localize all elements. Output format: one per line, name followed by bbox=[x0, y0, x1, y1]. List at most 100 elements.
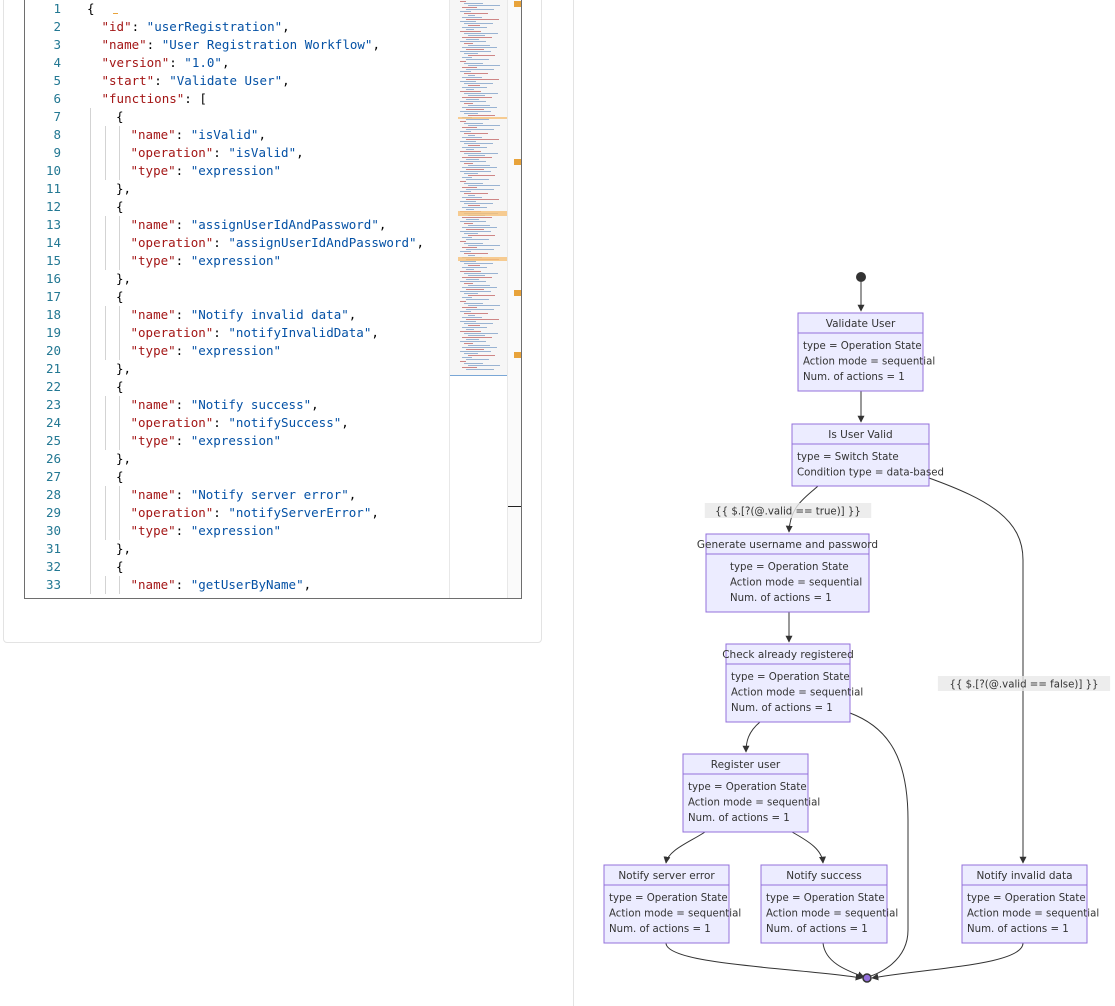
end-marker bbox=[862, 973, 872, 983]
minimap-line bbox=[460, 291, 491, 292]
node-detail: Action mode = sequential bbox=[766, 909, 898, 920]
minimap-line bbox=[468, 205, 480, 206]
code-line[interactable]: 27{ bbox=[25, 468, 449, 486]
scroll-thumb[interactable] bbox=[508, 506, 521, 507]
minimap-line bbox=[460, 101, 486, 102]
minimap-line bbox=[460, 261, 476, 262]
minimap-line bbox=[468, 295, 495, 296]
code-line[interactable]: 10"type": "expression" bbox=[25, 162, 449, 180]
minimap[interactable] bbox=[449, 0, 508, 598]
code-text: "name": "User Registration Workflow", bbox=[101, 37, 380, 52]
node-detail: type = Operation State bbox=[967, 893, 1086, 904]
edge-invalid-to-end bbox=[871, 942, 1024, 981]
code-line[interactable]: 17{ bbox=[25, 288, 449, 306]
minimap-line bbox=[466, 229, 484, 230]
minimap-line bbox=[464, 33, 498, 34]
minimap-highlight bbox=[458, 257, 508, 261]
code-line[interactable]: 30"type": "expression" bbox=[25, 522, 449, 540]
minimap-line bbox=[468, 125, 500, 126]
minimap-line bbox=[466, 219, 479, 220]
code-line[interactable]: 4"version": "1.0", bbox=[25, 54, 449, 72]
code-line[interactable]: 29"operation": "notifyServerError", bbox=[25, 504, 449, 522]
code-line[interactable]: 7{ bbox=[25, 108, 449, 126]
indent-guide bbox=[119, 414, 120, 432]
minimap-line bbox=[466, 159, 479, 160]
indent-guide bbox=[104, 576, 106, 594]
line-number: 5 bbox=[53, 73, 61, 88]
indent-guide bbox=[90, 180, 91, 198]
minimap-line bbox=[464, 193, 488, 194]
code-text: { bbox=[116, 289, 124, 304]
code-line[interactable]: 6"functions": [ bbox=[25, 90, 449, 108]
minimap-line bbox=[466, 169, 484, 170]
minimap-line bbox=[460, 361, 466, 362]
code-line[interactable]: 3"name": "User Registration Workflow", bbox=[25, 36, 449, 54]
minimap-line bbox=[468, 135, 475, 136]
minimap-line bbox=[466, 119, 489, 120]
code-text: "operation": "notifySuccess", bbox=[130, 415, 349, 430]
minimap-line bbox=[464, 283, 473, 284]
node-detail: Action mode = sequential bbox=[803, 357, 935, 368]
indent-guide bbox=[104, 342, 106, 360]
code-line[interactable]: 2"id": "userRegistration", bbox=[25, 18, 449, 36]
code-line[interactable]: 16}, bbox=[25, 270, 449, 288]
code-line[interactable]: 14"operation": "assignUserIdAndPassword"… bbox=[25, 234, 449, 252]
code-line[interactable]: 5"start": "Validate User", bbox=[25, 72, 449, 90]
indent-guide bbox=[90, 144, 91, 162]
minimap-line bbox=[460, 241, 466, 242]
code-line[interactable]: 12{ bbox=[25, 198, 449, 216]
code-line[interactable]: 26}, bbox=[25, 450, 449, 468]
code-line[interactable]: 25"type": "expression" bbox=[25, 432, 449, 450]
code-line[interactable]: 13"name": "assignUserIdAndPassword", bbox=[25, 216, 449, 234]
code-lines[interactable]: 1{2"id": "userRegistration",3"name": "Us… bbox=[25, 0, 449, 598]
code-text: { bbox=[116, 109, 124, 124]
minimap-line bbox=[464, 13, 488, 14]
code-line[interactable]: 9"operation": "isValid", bbox=[25, 144, 449, 162]
node-detail: Action mode = sequential bbox=[609, 909, 741, 920]
code-editor[interactable]: 1{2"id": "userRegistration",3"name": "Us… bbox=[24, 0, 522, 599]
code-line[interactable]: 32{ bbox=[25, 558, 449, 576]
minimap-line bbox=[462, 177, 472, 178]
code-line[interactable]: 23"name": "Notify success", bbox=[25, 396, 449, 414]
code-line[interactable]: 31}, bbox=[25, 540, 449, 558]
code-line[interactable]: 8"name": "isValid", bbox=[25, 126, 449, 144]
code-line[interactable]: 22{ bbox=[25, 378, 449, 396]
minimap-line bbox=[464, 3, 483, 4]
minimap-line bbox=[468, 255, 475, 256]
minimap-line bbox=[462, 207, 487, 208]
minimap-line bbox=[462, 347, 497, 348]
line-number: 20 bbox=[45, 343, 61, 358]
minimap-line bbox=[468, 265, 480, 266]
line-number: 28 bbox=[45, 487, 61, 502]
minimap-line bbox=[462, 317, 482, 318]
code-line[interactable]: 20"type": "expression" bbox=[25, 342, 449, 360]
code-line[interactable]: 18"name": "Notify invalid data", bbox=[25, 306, 449, 324]
code-line[interactable]: 1{ bbox=[25, 0, 449, 18]
minimap-line bbox=[462, 357, 472, 358]
code-line[interactable]: 19"operation": "notifyInvalidData", bbox=[25, 324, 449, 342]
indent-guide bbox=[90, 216, 91, 234]
code-line[interactable]: 33"name": "getUserByName", bbox=[25, 576, 449, 594]
code-line[interactable]: 21}, bbox=[25, 360, 449, 378]
code-line[interactable]: 11}, bbox=[25, 180, 449, 198]
code-line[interactable]: 28"name": "Notify server error", bbox=[25, 486, 449, 504]
vertical-scrollbar[interactable] bbox=[507, 0, 521, 598]
line-number: 31 bbox=[45, 541, 61, 556]
node-detail: Condition type = data-based bbox=[797, 468, 944, 479]
minimap-line bbox=[468, 35, 485, 36]
code-line[interactable]: 15"type": "expression" bbox=[25, 252, 449, 270]
code-text: { bbox=[116, 199, 124, 214]
code-line[interactable]: 24"operation": "notifySuccess", bbox=[25, 414, 449, 432]
line-number: 14 bbox=[45, 235, 61, 250]
indent-guide bbox=[90, 108, 91, 126]
node-title: Generate username and password bbox=[697, 539, 878, 551]
